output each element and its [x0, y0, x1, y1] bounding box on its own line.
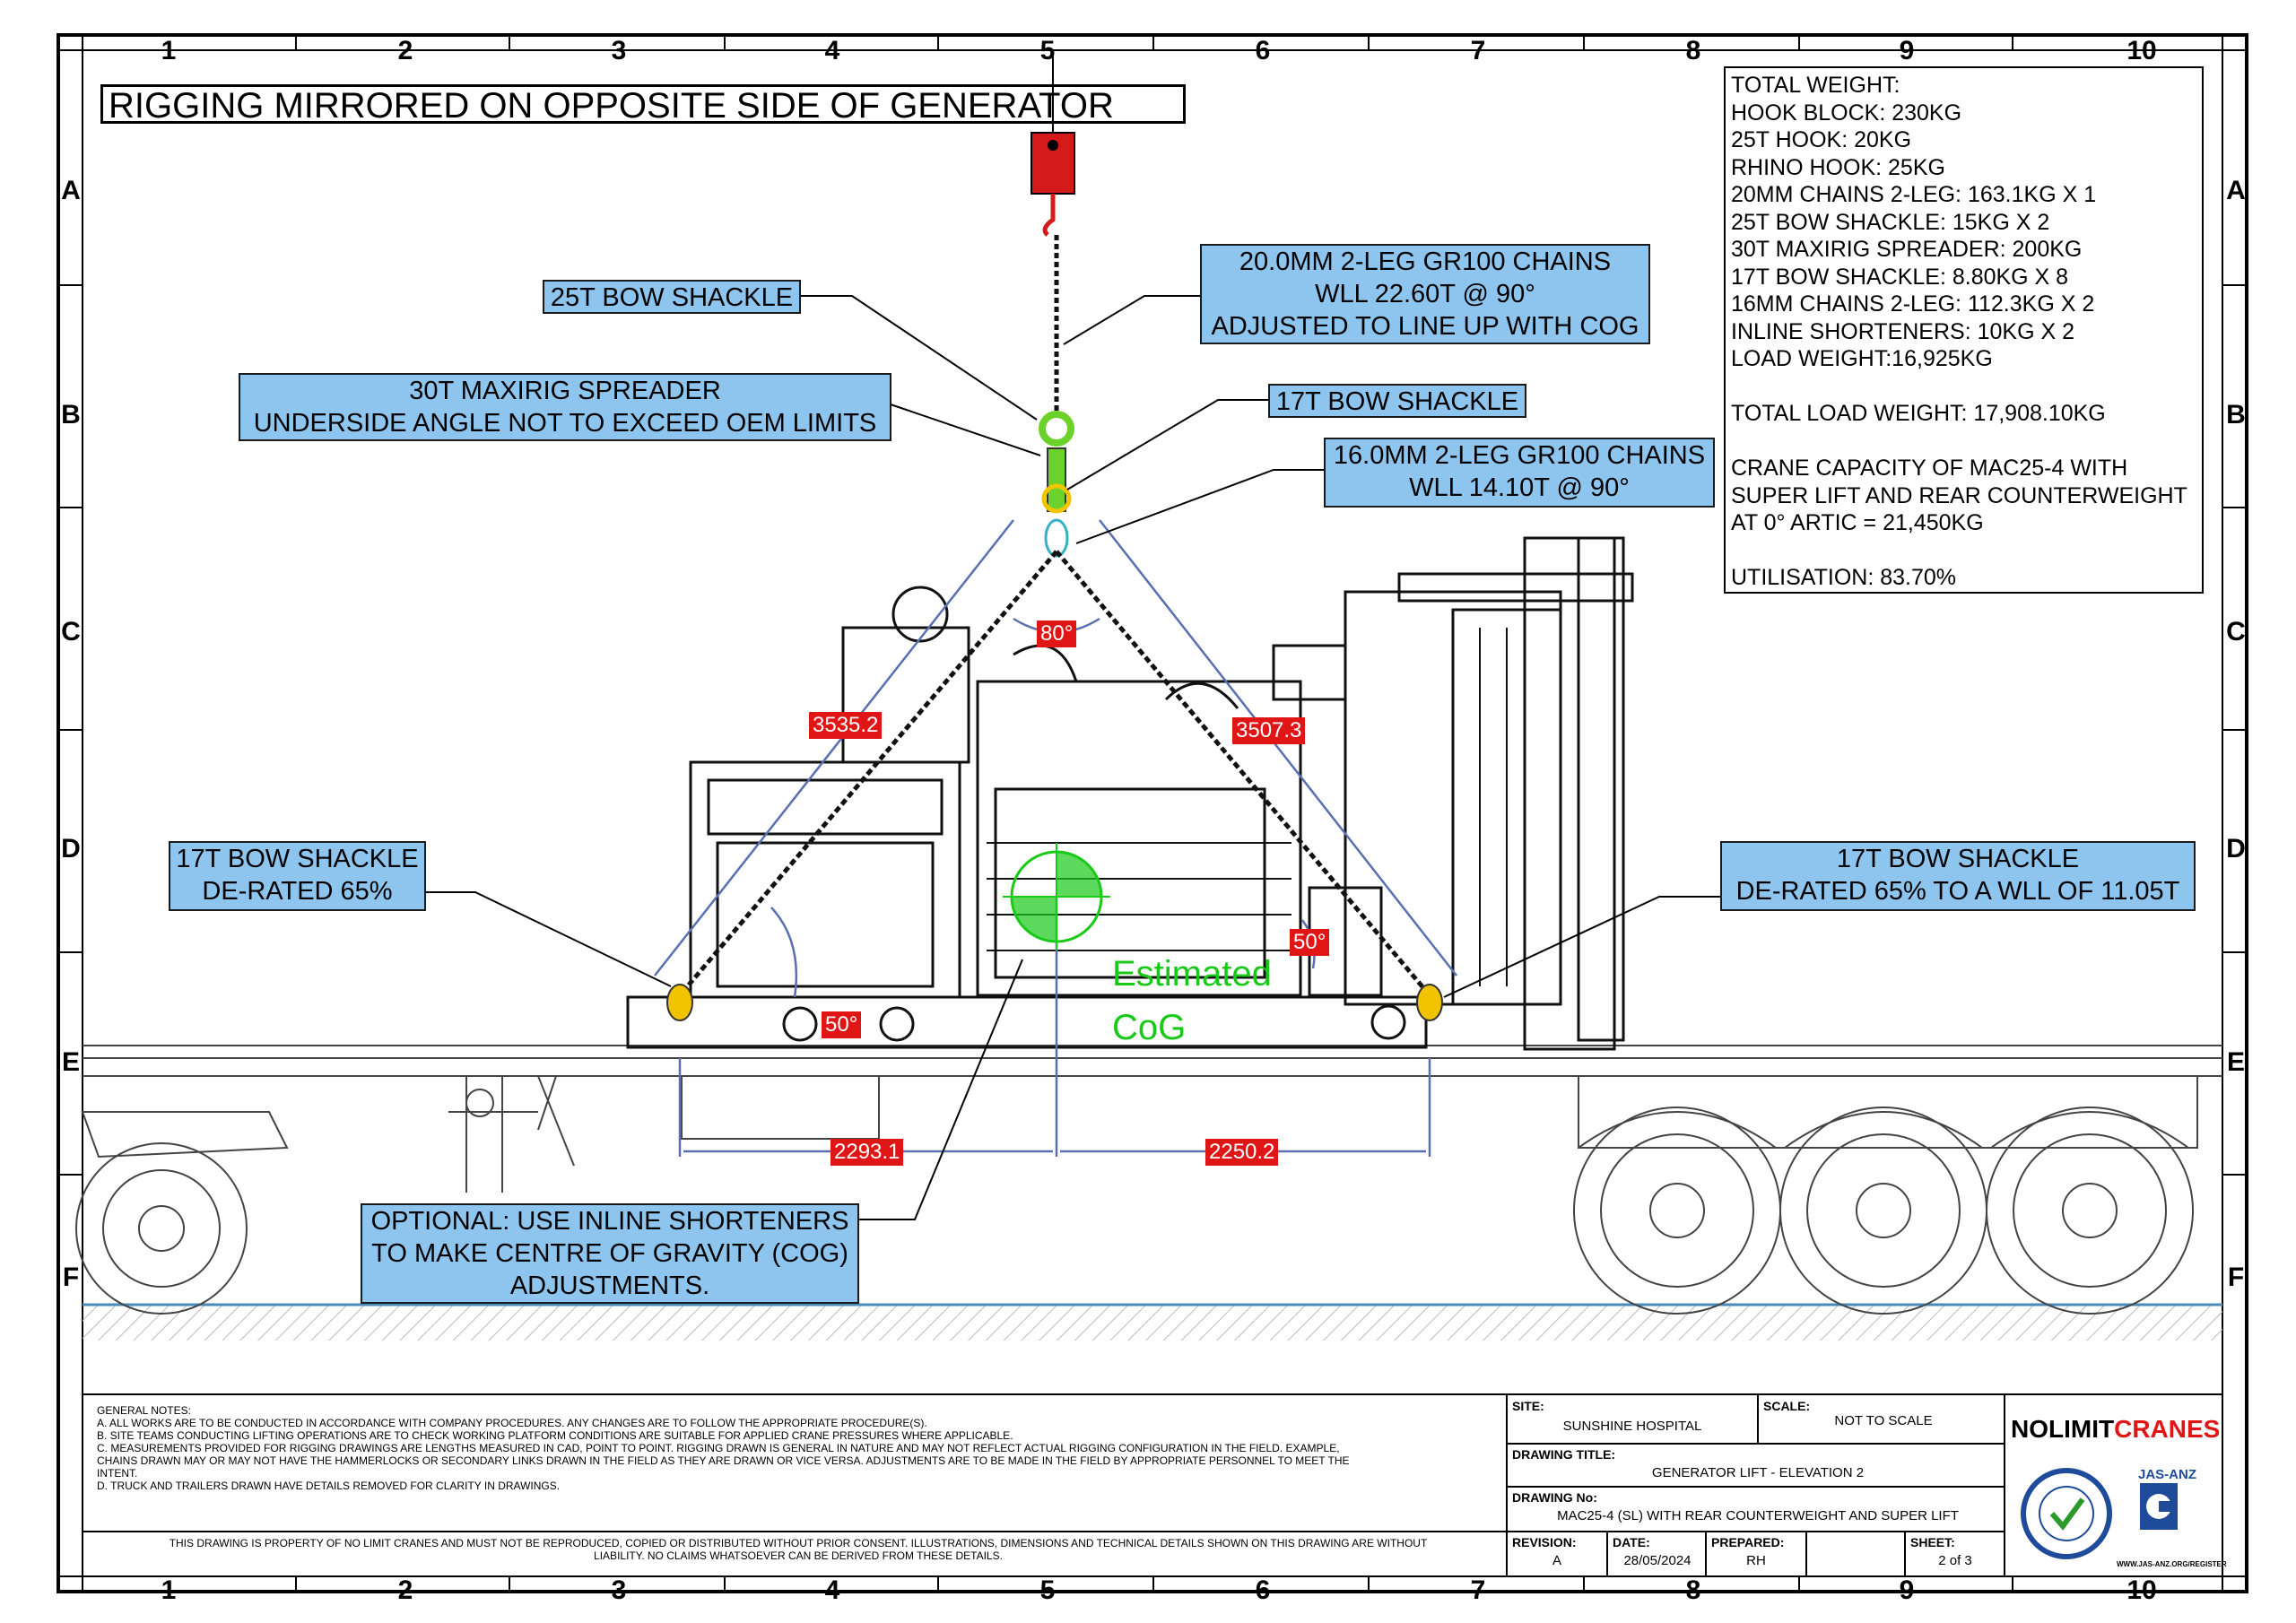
weight-line: HOOK BLOCK: 230KG [1731, 100, 1962, 126]
grid-row-label: C [61, 617, 81, 647]
distance-right-label: 2250.2 [1205, 1139, 1279, 1166]
length-left-label: 3535.2 [809, 712, 883, 739]
callout-30t-spreader: 30T MAXIRIG SPREADER UNDERSIDE ANGLE NOT… [239, 373, 891, 441]
company-logo: NOLIMITCRANES [2011, 1415, 2221, 1443]
drawing-no-label: DRAWING No: [1512, 1490, 1597, 1505]
grid-row-label: A [61, 176, 81, 205]
weight-line: CRANE CAPACITY OF MAC25-4 WITH [1731, 456, 2128, 481]
weight-line: TOTAL LOAD WEIGHT: 17,908.10KG [1731, 401, 2106, 426]
cert-label: JAS-ANZ [2138, 1467, 2197, 1482]
site-label: SITE: [1512, 1399, 1544, 1413]
scale-label: SCALE: [1763, 1399, 1811, 1413]
weight-line [1731, 537, 2196, 565]
callout-20mm-chains: 20.0MM 2-LEG GR100 CHAINS WLL 22.60T @ 9… [1200, 244, 1650, 344]
weight-line: 16MM CHAINS 2-LEG: 112.3KG X 2 [1731, 291, 2095, 317]
grid-row-label: D [61, 834, 81, 864]
sheet-value: 2 of 3 [1938, 1553, 1972, 1568]
weight-line: SUPER LIFT AND REAR COUNTERWEIGHT [1731, 482, 2187, 508]
scale-value: NOT TO SCALE [1834, 1413, 1933, 1428]
grid-column-label: 6 [1255, 1575, 1271, 1605]
grid-column-label: 8 [1685, 1575, 1701, 1605]
weight-line: UTILISATION: 83.70% [1731, 565, 1957, 590]
weight-line: 20MM CHAINS 2-LEG: 163.1KG X 1 [1731, 182, 2097, 207]
weight-line: 25T HOOK: 20KG [1731, 127, 1912, 152]
grid-column-label: 9 [1899, 1575, 1915, 1605]
prepared-label: PREPARED: [1711, 1535, 1785, 1549]
angle-right-label: 50° [1290, 929, 1330, 956]
weight-line [1731, 373, 2196, 401]
angle-left-label: 50° [822, 1011, 862, 1038]
weight-line: TOTAL WEIGHT: [1731, 73, 1900, 98]
revision-value: A [1552, 1553, 1561, 1568]
sheet-label: SHEET: [1910, 1535, 1955, 1549]
weight-line: INLINE SHORTENERS: 10KG X 2 [1731, 318, 2074, 344]
grid-column-label: 10 [2126, 1575, 2157, 1605]
grid-column-label: 2 [397, 1575, 413, 1605]
drawing-title-value: GENERATOR LIFT - ELEVATION 2 [1651, 1465, 1865, 1480]
weight-line: AT 0° ARTIC = 21,450KG [1731, 510, 1984, 535]
weight-line: LOAD WEIGHT:16,925KG [1731, 346, 1993, 371]
angle-top-label: 80° [1037, 621, 1077, 647]
general-notes: GENERAL NOTES: A. ALL WORKS ARE TO BE CO… [97, 1404, 1350, 1492]
grid-column-label: 5 [1039, 1575, 1056, 1605]
weight-line [1731, 428, 2196, 456]
property-notice: THIS DRAWING IS PROPERTY OF NO LIMIT CRA… [169, 1537, 1428, 1562]
weight-line: 30T MAXIRIG SPREADER: 200KG [1731, 237, 2083, 262]
site-value: SUNSHINE HOSPITAL [1562, 1419, 1702, 1434]
grid-row-label: B [2226, 400, 2246, 430]
callout-25t-bow-shackle: 25T BOW SHACKLE [543, 280, 801, 314]
grid-column-label: 3 [611, 1575, 627, 1605]
cog-label-line1: Estimated [1112, 954, 1272, 994]
callout-16mm-chains: 16.0MM 2-LEG GR100 CHAINS WLL 14.10T @ 9… [1324, 438, 1715, 508]
grid-column-label: 4 [824, 1575, 840, 1605]
cert-url: WWW.JAS-ANZ.ORG/REGISTER [2117, 1560, 2227, 1568]
grid-row-label: C [2226, 617, 2246, 647]
drawing-title: RIGGING MIRRORED ON OPPOSITE SIDE OF GEN… [100, 84, 1186, 125]
revision-label: REVISION: [1512, 1535, 1577, 1549]
callout-17t-bow-shackle-right: 17T BOW SHACKLE DE-RATED 65% TO A WLL OF… [1720, 841, 2196, 911]
grid-row-label: E [61, 1047, 80, 1077]
date-label: DATE: [1613, 1535, 1650, 1549]
grid-row-label: E [2226, 1047, 2245, 1077]
drawing-title-label: DRAWING TITLE: [1512, 1447, 1616, 1462]
grid-row-label: F [2227, 1263, 2245, 1292]
certification-seal [2021, 1468, 2178, 1559]
length-right-label: 3507.3 [1232, 717, 1306, 744]
grid-row-label: A [2226, 176, 2246, 205]
grid-column-label: 7 [1470, 1575, 1486, 1605]
cog-label-line2: CoG [1112, 1008, 1187, 1047]
grid-row-label: B [61, 400, 81, 430]
callout-17t-bow-shackle-top: 17T BOW SHACKLE [1268, 384, 1526, 418]
drawing-no-value: MAC25-4 (SL) WITH REAR COUNTERWEIGHT AND… [1557, 1508, 1959, 1523]
weight-line: 17T BOW SHACKLE: 8.80KG X 8 [1731, 264, 2069, 290]
prepared-value: RH [1746, 1553, 1766, 1568]
date-value: 28/05/2024 [1623, 1553, 1692, 1568]
callout-17t-bow-shackle-left: 17T BOW SHACKLE DE-RATED 65% [169, 841, 426, 911]
weight-line: RHINO HOOK: 25KG [1731, 154, 1945, 180]
grid-row-label: D [2226, 834, 2246, 864]
grid-row-label: F [62, 1263, 80, 1292]
grid-column-label: 1 [161, 1575, 177, 1605]
weight-line: 25T BOW SHACKLE: 15KG X 2 [1731, 209, 2050, 235]
callout-inline-shorteners: OPTIONAL: USE INLINE SHORTENERS TO MAKE … [361, 1203, 859, 1304]
distance-left-label: 2293.1 [831, 1139, 904, 1166]
